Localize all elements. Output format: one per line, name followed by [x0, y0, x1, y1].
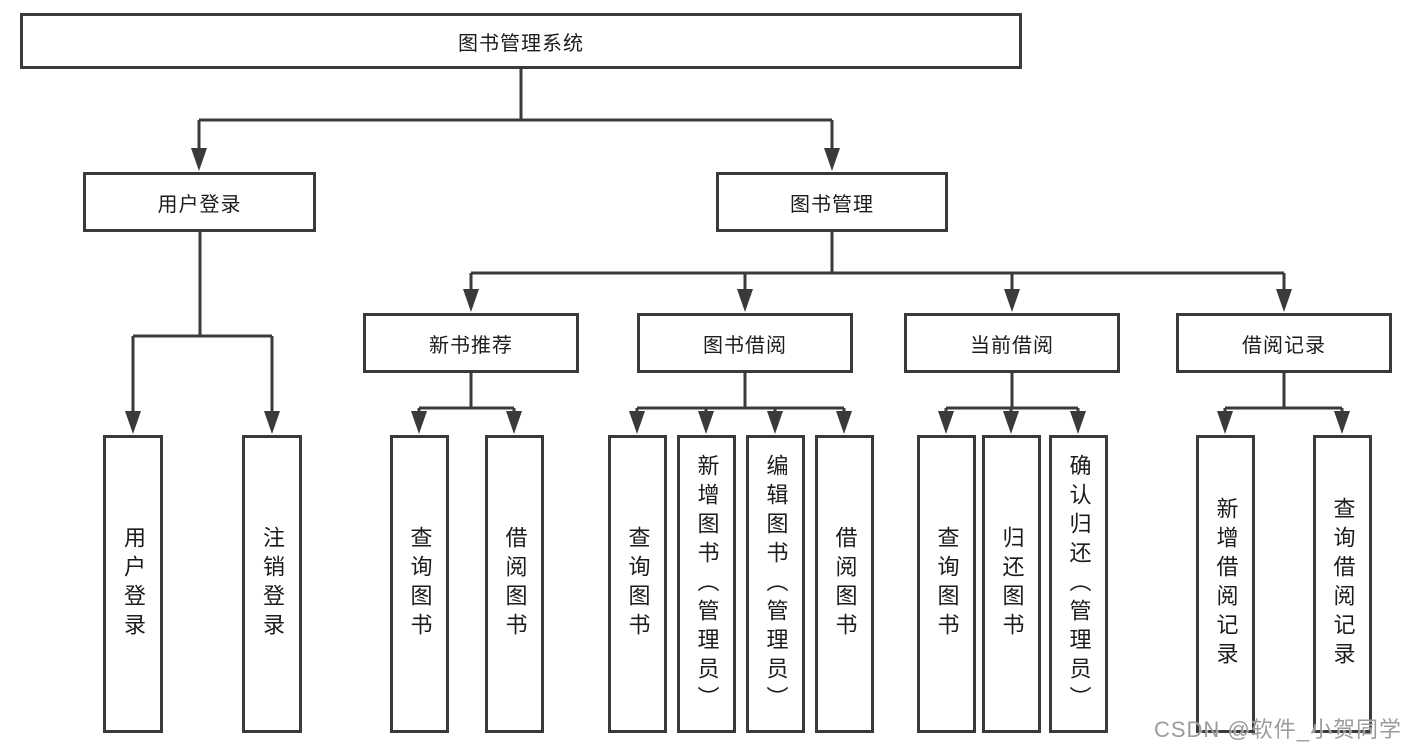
leaf-confirm-return-admin: 确认归还（管理员）: [1049, 435, 1108, 733]
leaf-add-books-admin: 新增图书（管理员）: [677, 435, 736, 733]
leaf-query-books-borrow: 查询图书: [608, 435, 667, 733]
csdn-watermark: CSDN @软件_小贺同学: [1153, 717, 1402, 742]
node-book-borrow: 图书借阅: [637, 313, 853, 373]
node-current-borrow: 当前借阅: [904, 313, 1120, 373]
node-user-login: 用户登录: [83, 172, 316, 232]
leaf-query-borrow-record: 查询借阅记录: [1313, 435, 1372, 733]
leaf-user-login: 用户登录: [103, 435, 163, 733]
node-book-management: 图书管理: [716, 172, 948, 232]
leaf-query-books-recommend: 查询图书: [390, 435, 449, 733]
leaf-add-borrow-record: 新增借阅记录: [1196, 435, 1255, 733]
leaf-query-books-current: 查询图书: [917, 435, 976, 733]
node-library-management-system: 图书管理系统: [20, 13, 1022, 69]
node-new-book-recommend: 新书推荐: [363, 313, 579, 373]
leaf-logout: 注销登录: [242, 435, 302, 733]
leaf-return-books: 归还图书: [982, 435, 1041, 733]
leaf-borrow-books: 借阅图书: [815, 435, 874, 733]
node-borrow-records: 借阅记录: [1176, 313, 1392, 373]
leaf-edit-books-admin: 编辑图书（管理员）: [746, 435, 805, 733]
leaf-borrow-books-recommend: 借阅图书: [485, 435, 544, 733]
